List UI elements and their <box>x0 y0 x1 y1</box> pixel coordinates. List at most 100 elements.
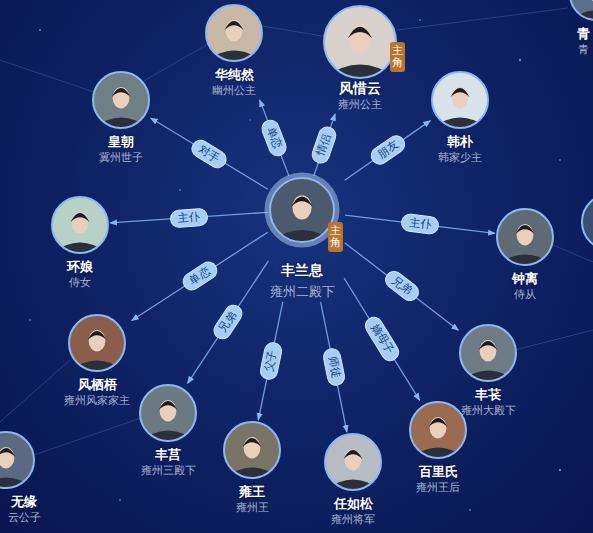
character-role: 雍州大殿下 <box>461 404 516 418</box>
web-line <box>515 330 593 350</box>
avatar-ring <box>324 6 396 78</box>
avatar-ring <box>432 72 488 128</box>
avatar-photo <box>0 426 40 494</box>
avatar-ring <box>270 178 334 242</box>
photo-hair <box>111 88 130 97</box>
avatar-ring <box>140 385 196 441</box>
character-role: 幽州公主 <box>212 84 256 98</box>
character-role: 韩家少主 <box>438 151 482 165</box>
relation-line <box>132 232 268 320</box>
relation-label: 朋友 <box>367 132 408 168</box>
avatar-photo <box>46 191 114 259</box>
photo-hair <box>343 450 362 459</box>
avatar <box>426 66 494 134</box>
character-name: 雍王 <box>239 484 265 500</box>
relation-label: 嫡母子 <box>361 314 402 365</box>
character-name: 皇朝 <box>108 134 134 150</box>
character-role: 侍女 <box>69 276 91 290</box>
photo-hair <box>428 418 447 427</box>
photo-ground <box>426 66 494 134</box>
avatar-photo <box>63 309 131 377</box>
character-role: 雍州公主 <box>338 98 382 112</box>
avatar-photo <box>564 0 593 26</box>
relation-line <box>260 100 289 176</box>
avatar-ring <box>69 315 125 371</box>
web-line <box>34 418 141 455</box>
star <box>39 29 41 31</box>
web-line <box>397 8 568 30</box>
photo-hair <box>478 341 497 350</box>
character-role: 雍州王 <box>236 501 269 515</box>
relation-label: 兄弟 <box>210 301 246 343</box>
character-role: 雍州三殿下 <box>141 464 196 478</box>
character-role: 青 <box>578 43 589 57</box>
avatar <box>0 426 40 494</box>
character-node: 钟离侍从 <box>497 209 553 302</box>
character-name: 风惜云 <box>339 80 381 97</box>
avatar <box>218 416 286 484</box>
photo-ground <box>491 203 559 271</box>
photo-ground <box>319 428 387 496</box>
avatar <box>46 191 114 259</box>
photo-ground <box>87 66 155 134</box>
photo-hair <box>158 401 177 410</box>
relation-line <box>345 243 459 331</box>
star <box>519 59 521 61</box>
character-node: 环娘侍女 <box>52 197 108 290</box>
relation-label: 单恋 <box>259 117 289 159</box>
photo-hair <box>450 88 469 97</box>
photo-hair <box>70 213 89 222</box>
avatar <box>319 428 387 496</box>
avatar-ring <box>52 197 108 253</box>
relation-label: 主仆 <box>169 207 208 228</box>
character-node: 主角风惜云雍州公主 <box>324 6 405 112</box>
avatar <box>564 0 593 26</box>
photo-ground <box>454 319 522 387</box>
character-name: 丰莒 <box>155 447 181 463</box>
avatar-photo <box>318 0 402 84</box>
relation-label: 情侣 <box>310 124 339 166</box>
avatar-photo <box>491 203 559 271</box>
character-role: 雍州王后 <box>416 481 460 495</box>
character-node: 皇朝冀州世子 <box>93 72 149 165</box>
star <box>559 159 561 161</box>
character-role: 冀州世子 <box>99 151 143 165</box>
avatar <box>491 203 559 271</box>
character-node: 丰苌雍州大殿下 <box>460 325 516 418</box>
avatar-photo <box>426 66 494 134</box>
character-node: 百里氏雍州王后 <box>410 402 466 495</box>
avatar-ring <box>325 434 381 490</box>
photo-hair <box>291 196 313 206</box>
character-node: 丰莒雍州三殿下 <box>140 385 196 478</box>
web-line <box>0 360 70 422</box>
avatar-ring <box>93 72 149 128</box>
web-line <box>142 44 208 82</box>
star <box>559 469 561 471</box>
avatar-ring <box>410 402 466 458</box>
character-node: 雍王雍州王 <box>224 422 280 515</box>
relation-label: 师徒 <box>321 347 346 388</box>
character-role: 云公子 <box>8 511 41 525</box>
character-node: 韩朴韩家少主 <box>432 72 488 165</box>
star <box>29 319 31 321</box>
avatar-photo <box>134 379 202 447</box>
character-name: 钟离 <box>512 271 538 287</box>
avatar <box>454 319 522 387</box>
relation-line <box>258 302 283 420</box>
lead-badge: 主角 <box>328 222 343 252</box>
character-role: 雍州二殿下 <box>270 284 335 300</box>
lead-badge: 主角 <box>390 42 405 72</box>
character-node: 任如松雍州将军 <box>325 434 381 527</box>
photo-ground <box>134 379 202 447</box>
relation-line <box>321 302 347 432</box>
relation-label: 父子 <box>258 341 283 382</box>
avatar-photo <box>218 416 286 484</box>
photo-ground <box>200 0 268 67</box>
character-role: 雍州将军 <box>331 513 375 527</box>
star <box>249 119 251 121</box>
avatar <box>63 309 131 377</box>
photo-ground <box>564 0 593 26</box>
faint-web <box>0 8 593 455</box>
character-role: 侍从 <box>514 288 536 302</box>
